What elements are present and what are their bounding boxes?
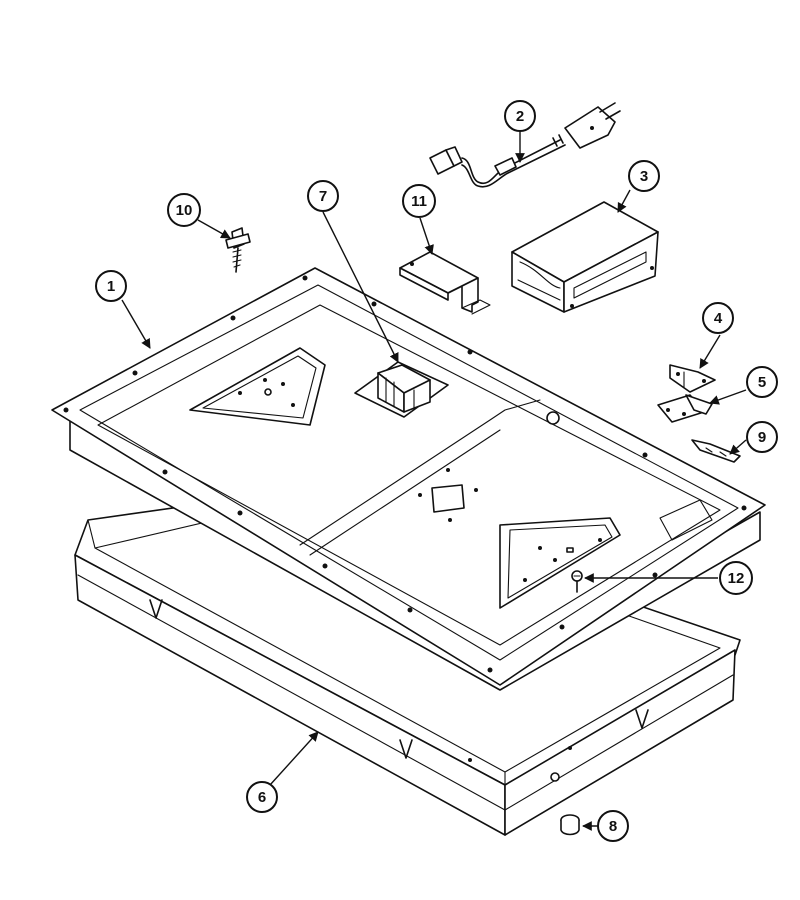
bracket-part-11 (399, 251, 491, 315)
svg-text:1: 1 (107, 278, 115, 295)
callout-1: 1 (95, 270, 127, 302)
terminal-block-part-7 (354, 361, 449, 418)
svg-text:2: 2 (516, 108, 524, 125)
callout-10: 10 (167, 193, 201, 227)
svg-text:7: 7 (319, 188, 327, 205)
hinge-part-5 (657, 394, 713, 423)
callout-11: 11 (402, 184, 436, 218)
left-burner-pad (189, 347, 326, 426)
svg-text:3: 3 (640, 168, 648, 185)
center-square-cutout (418, 468, 478, 522)
svg-text:6: 6 (258, 789, 266, 806)
callout-5: 5 (746, 366, 778, 398)
svg-text:4: 4 (714, 310, 723, 327)
screw-part-12 (571, 570, 583, 593)
callout-3: 3 (628, 160, 660, 192)
leader-lines (121, 130, 747, 831)
svg-text:9: 9 (758, 429, 766, 446)
right-burner-pad (499, 517, 621, 609)
callout-6: 6 (246, 781, 278, 813)
svg-text:5: 5 (758, 374, 766, 391)
callout-4: 4 (702, 302, 734, 334)
power-cord-part-2 (429, 102, 621, 188)
callout-8: 8 (597, 810, 629, 842)
svg-text:8: 8 (609, 818, 617, 835)
screw-part-10 (225, 227, 251, 273)
svg-text:10: 10 (176, 202, 193, 219)
hinge-plate-part-4 (669, 364, 716, 393)
svg-text:12: 12 (728, 570, 745, 587)
callout-2: 2 (504, 100, 536, 132)
callout-7: 7 (307, 180, 339, 212)
rim-screw-holes (63, 275, 747, 673)
callout-12: 12 (719, 561, 753, 595)
clip-part-9 (691, 439, 741, 463)
callout-9: 9 (746, 421, 778, 453)
svg-text:11: 11 (411, 193, 427, 210)
plug-button-part-8 (560, 814, 580, 836)
transformer-box-part-3 (511, 201, 659, 313)
